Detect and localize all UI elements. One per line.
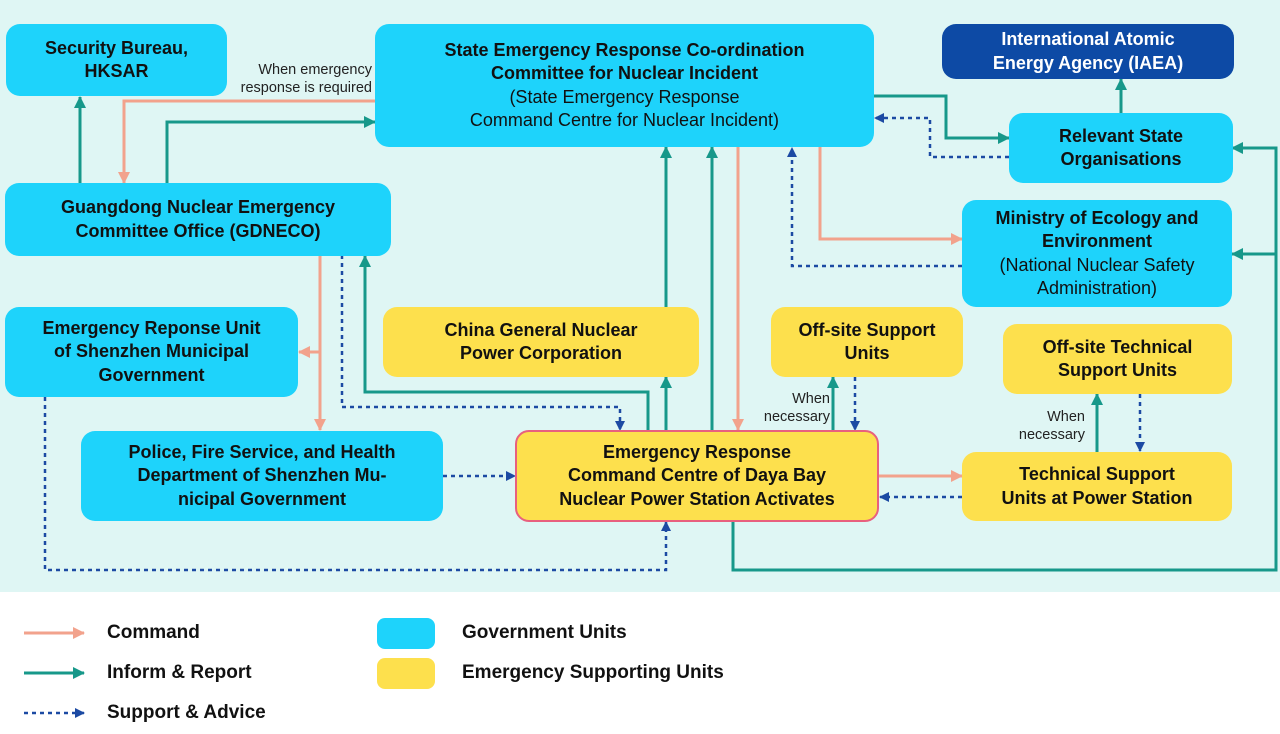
ministry-line4: Administration) [1036,278,1158,298]
when-necessary-note-2: When necessary [994,408,1085,444]
security-bureau-line1: Security Bureau, [44,37,189,58]
relevant-state-node: Relevant State Organisations [1009,113,1233,183]
legend-command-label: Command [107,622,200,643]
state-committee-line2: Committee for Nuclear Incident [490,63,759,83]
diagram-area: Security Bureau, HKSAR When emergency re… [0,0,1280,592]
emergency-required-line1: When emergency [258,62,372,78]
inform-line-state-to-relevant [874,94,1010,144]
offsite-support-line1: Off-site Support [798,319,936,340]
daya-bay-node: Emergency Response Command Centre of Day… [515,430,879,522]
security-bureau-line2: HKSAR [84,61,149,81]
iaea-line2: Energy Agency (IAEA) [992,52,1184,73]
command-line-state-to-gdneco [118,99,375,184]
legend-supporting-label: Emergency Supporting Units [462,662,724,683]
cgn-node: China General Nuclear Power Corporation [383,307,699,377]
police-fire-node: Police, Fire Service, and Health Departm… [81,431,443,521]
relevant-state-line2: Organisations [1060,149,1182,169]
offsite-support-node: Off-site Support Units [771,307,963,377]
emergency-required-line2: response is required [240,80,372,96]
legend-support-label: Support & Advice [107,702,266,723]
iaea-line1: International Atomic [1001,29,1175,49]
offsite-support-line2: Units [844,343,890,363]
gdneco-node: Guangdong Nuclear Emergency Committee Of… [5,183,391,256]
legend-supporting-swatch [377,658,435,689]
ministry-line3: (National Nuclear Safety [999,254,1195,275]
support-line-relevant-to-state [874,113,1009,159]
gdneco-line1: Guangdong Nuclear Emergency [60,197,336,217]
legend-government-swatch [377,618,435,649]
connector-layer [43,78,1278,572]
legend-inform-label: Inform & Report [107,662,252,683]
command-line-state-to-ministry [818,147,963,245]
police-fire-line1: Police, Fire Service, and Health [128,441,396,462]
inform-line-gdneco-to-state [165,116,376,183]
state-committee-line3: (State Emergency Response [509,86,740,107]
gdneco-line2: Committee Office (GDNECO) [75,220,321,241]
inform-line-daya-bay-to-right-bus [731,142,1278,572]
state-committee-line1: State Emergency Response Co-ordination [444,39,805,60]
tech-support-station-node: Technical Support Units at Power Station [962,452,1232,521]
when-necessary-1-line1: When [792,391,830,407]
when-necessary-1-line2: necessary [763,409,830,425]
support-line-gdneco-to-daya-bay [340,255,625,431]
offsite-technical-line2: Support Units [1058,360,1177,380]
support-line-ministry-to-state [787,147,962,268]
state-committee-node: State Emergency Response Co-ordination C… [375,24,874,147]
shenzhen-unit-node: Emergency Reponse Unit of Shenzhen Munic… [5,307,298,397]
cgn-line2: Power Corporation [459,343,622,363]
offsite-technical-node: Off-site Technical Support Units [1003,324,1232,394]
police-fire-line2: Department of Shenzhen Mu- [137,465,387,486]
relevant-state-line1: Relevant State [1058,125,1184,146]
when-necessary-2-line1: When [1047,409,1085,425]
iaea-node: International Atomic Energy Agency (IAEA… [942,24,1234,79]
police-fire-line3: nicipal Government [177,488,347,509]
support-line-shenzhen-to-daya-bay [43,397,671,572]
daya-bay-line3: Nuclear Power Station Activates [559,488,835,509]
offsite-technical-line1: Off-site Technical [1042,336,1193,357]
shenzhen-unit-line2: of Shenzhen Municipal [53,341,249,362]
tech-support-station-line1: Technical Support [1019,464,1175,484]
legend-government-label: Government Units [462,622,627,643]
when-necessary-note-1: When necessary [740,390,830,426]
cgn-line1: China General Nuclear [444,319,638,340]
shenzhen-unit-line3: Government [98,364,205,385]
ministry-line2: Environment [1041,231,1152,251]
ministry-node: Ministry of Ecology and Environment (Nat… [962,200,1232,307]
daya-bay-line2: Command Centre of Daya Bay [567,465,827,486]
emergency-required-note: When emergency response is required [226,61,372,97]
state-committee-line4: Command Centre for Nuclear Incident) [469,110,780,130]
shenzhen-unit-line1: Emergency Reponse Unit [42,317,261,338]
when-necessary-2-line2: necessary [1018,427,1085,443]
daya-bay-line1: Emergency Response [602,441,792,462]
inform-line-daya-bay-to-gdneco [359,255,650,430]
legend-lines [24,627,85,718]
ministry-line1: Ministry of Ecology and [995,207,1199,228]
security-bureau-node: Security Bureau, HKSAR [6,24,227,96]
tech-support-station-line2: Units at Power Station [1001,487,1193,508]
